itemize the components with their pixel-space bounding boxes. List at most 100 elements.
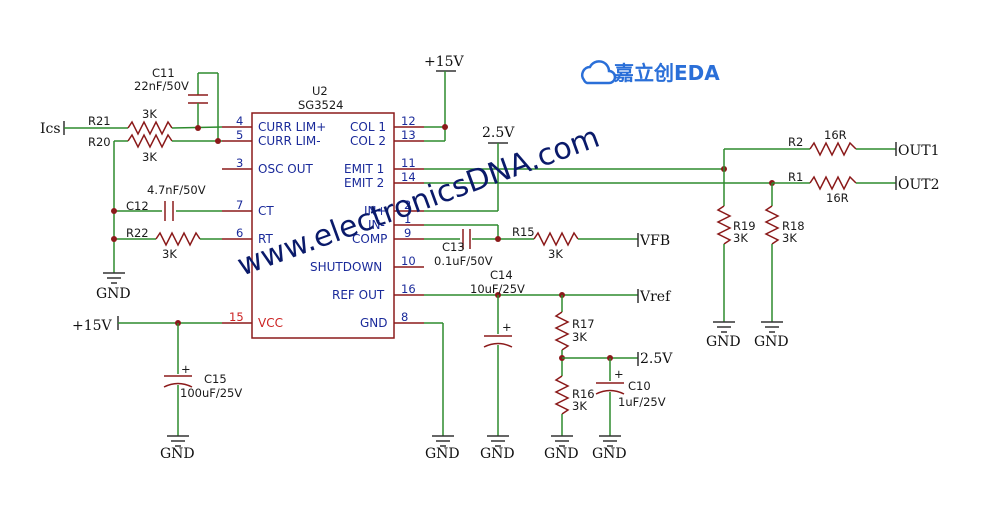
resistor-r21 <box>127 120 173 136</box>
ic-ref: U2 <box>312 84 328 98</box>
c13-value: 0.1uF/50V <box>434 254 493 268</box>
c14-plate-bottom <box>483 342 513 348</box>
net-vref: Vref <box>639 289 672 305</box>
r2-ref: R2 <box>788 135 803 149</box>
pin-15-num: 15 <box>229 310 244 324</box>
pin-9-num: 9 <box>404 226 411 240</box>
gnd-label-r16: GND <box>544 446 579 462</box>
ic-part: SG3524 <box>298 98 343 112</box>
pin-14-name: EMIT 2 <box>344 176 384 190</box>
pin-9-name: COMP <box>352 232 387 246</box>
pin-5-num: 5 <box>236 128 243 142</box>
pin-11-name: EMIT 1 <box>344 162 384 176</box>
gnd-label-r18: GND <box>754 334 789 350</box>
pin-10-num: 10 <box>401 254 416 268</box>
gnd-symbol-ic <box>432 435 454 447</box>
pin-13-num: 13 <box>401 128 416 142</box>
c15-plate-bottom <box>163 382 193 388</box>
r20-ref: R20 <box>88 135 111 149</box>
pin-1-name: IN- <box>368 218 385 232</box>
resistor-r20 <box>127 133 173 149</box>
r22-value: 3K <box>162 247 177 261</box>
net-vcc-top: +15V <box>424 54 465 70</box>
c11-ref: C11 <box>152 66 175 80</box>
pin-12-name: COL 1 <box>350 120 386 134</box>
net-out1: OUT1 <box>898 143 940 159</box>
pin-7-name: CT <box>258 204 274 218</box>
r20-value: 3K <box>142 150 157 164</box>
pin-7-num: 7 <box>236 198 243 212</box>
resistor-r2 <box>809 141 857 157</box>
svg-text:+: + <box>502 320 512 334</box>
pin-5-name: CURR LIM- <box>258 134 321 148</box>
c14-value: 10uF/25V <box>470 282 525 296</box>
r2-value: 16R <box>824 128 847 142</box>
net-vcc-left: +15V <box>72 318 113 334</box>
r1-value: 16R <box>826 191 849 205</box>
pin-10-name: SHUTDOWN <box>310 260 382 274</box>
c13-ref: C13 <box>442 240 465 254</box>
resistor-r15 <box>533 231 579 247</box>
pin-4-num: 4 <box>236 114 243 128</box>
gnd-symbol-left <box>103 272 125 284</box>
pin-13-name: COL 2 <box>350 134 386 148</box>
pin-14-num: 14 <box>401 170 416 184</box>
pin-3-num: 3 <box>236 156 243 170</box>
pin-3-name: OSC OUT <box>258 162 313 176</box>
c12-value: 4.7nF/50V <box>147 183 206 197</box>
resistor-r1 <box>809 175 857 191</box>
pin-16-name: REF OUT <box>332 288 385 302</box>
gnd-label-c15: GND <box>160 446 195 462</box>
pin-16-num: 16 <box>401 282 416 296</box>
pin-8-name: GND <box>360 316 388 330</box>
logo-text: 嘉立创EDA <box>613 61 720 85</box>
r21-value: 3K <box>142 107 157 121</box>
r1-ref: R1 <box>788 170 803 184</box>
r17-value: 3K <box>572 330 587 344</box>
pin-6-name: RT <box>258 232 273 246</box>
c11-value: 22nF/50V <box>134 79 189 93</box>
r16-ref: R16 <box>572 387 595 401</box>
r18-ref: R18 <box>782 219 805 233</box>
c10-value: 1uF/25V <box>618 395 666 409</box>
gnd-symbol-c15 <box>167 435 189 447</box>
cloud-icon <box>581 60 617 85</box>
c15-value: 100uF/25V <box>180 386 242 400</box>
gnd-symbol-r19 <box>713 321 735 333</box>
r16-value: 3K <box>572 399 587 413</box>
r15-value: 3K <box>548 247 563 261</box>
pin-1-num: 1 <box>404 212 411 226</box>
gnd-label-c14: GND <box>480 446 515 462</box>
resistor-r19 <box>716 205 732 245</box>
gnd-label-c10: GND <box>592 446 627 462</box>
r19-value: 3K <box>733 231 748 245</box>
resistor-r18 <box>764 205 780 245</box>
gnd-symbol-r18 <box>761 321 783 333</box>
resistor-r16 <box>554 375 570 415</box>
pin-2-name: IN+ <box>364 204 387 218</box>
c10-ref: C10 <box>628 379 651 393</box>
c14-ref: C14 <box>490 268 513 282</box>
r15-ref: R15 <box>512 225 535 239</box>
net-v25-right: 2.5V <box>640 351 673 367</box>
gnd-label-r19: GND <box>706 334 741 350</box>
net-out2: OUT2 <box>898 177 940 193</box>
gnd-label-left: GND <box>96 286 131 302</box>
gnd-symbol-r16 <box>551 435 573 447</box>
pin-8-num: 8 <box>401 310 408 324</box>
c15-ref: C15 <box>204 372 227 386</box>
gnd-label-ic: GND <box>425 446 460 462</box>
svg-text:+: + <box>181 362 191 376</box>
pin-2-num: 2 <box>404 198 411 212</box>
gnd-symbol-c14 <box>487 435 509 447</box>
pin-4-name: CURR LIM+ <box>258 120 326 134</box>
r22-ref: R22 <box>126 226 149 240</box>
c12-ref: C12 <box>126 199 149 213</box>
pin-12-num: 12 <box>401 114 416 128</box>
c10-plate-bottom <box>595 389 625 395</box>
net-v25-top: 2.5V <box>482 125 515 141</box>
net-vfb: VFB <box>639 233 670 249</box>
r18-value: 3K <box>782 231 797 245</box>
pin-11-num: 11 <box>401 156 416 170</box>
